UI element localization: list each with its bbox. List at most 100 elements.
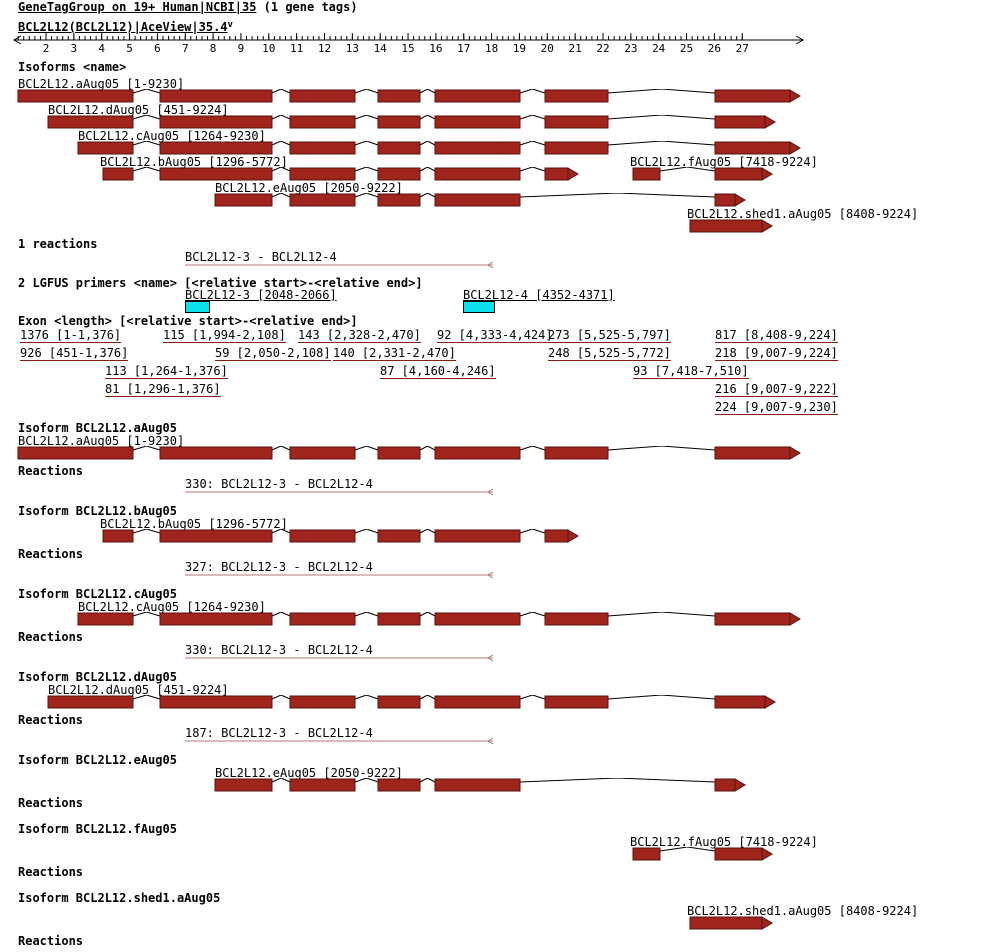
track-label-e[interactable]: BCL2L12.eAug05 [2050-9222] <box>215 766 403 780</box>
exon-box[interactable] <box>377 612 421 626</box>
exon-box[interactable] <box>689 916 763 930</box>
exon-box[interactable] <box>214 193 273 207</box>
exon-arrowhead[interactable] <box>764 115 776 129</box>
track-label-c[interactable]: BCL2L12.cAug05 [1264-9230] <box>78 600 266 614</box>
track-label-f[interactable]: BCL2L12.fAug05 [7418-9224] <box>630 835 818 849</box>
exon-box[interactable] <box>159 612 273 626</box>
exon-box[interactable] <box>377 778 421 792</box>
exon-entry[interactable]: 92 [4,333-4,424] <box>437 328 553 343</box>
exon-arrowhead[interactable] <box>761 167 773 181</box>
exon-box[interactable] <box>159 167 273 181</box>
exon-box[interactable] <box>289 612 356 626</box>
exon-box[interactable] <box>544 446 609 460</box>
exon-box[interactable] <box>289 89 356 103</box>
primer-label-1[interactable]: BCL2L12-3 [2048-2066] <box>185 288 337 302</box>
exon-box[interactable] <box>377 89 421 103</box>
exon-box[interactable] <box>377 141 421 155</box>
exon-box[interactable] <box>377 529 421 543</box>
exon-entry[interactable]: 115 [1,994-2,108] <box>163 328 286 343</box>
exon-box[interactable] <box>434 141 521 155</box>
track-label-f[interactable]: BCL2L12.fAug05 [7418-9224] <box>630 155 818 169</box>
reaction-item-label[interactable]: 187: BCL2L12-3 - BCL2L12-4 <box>185 726 373 740</box>
exon-box[interactable] <box>714 446 791 460</box>
gene-tag-group-link[interactable]: GeneTagGroup on 19+ Human|NCBI|35 <box>18 0 257 14</box>
exon-box[interactable] <box>17 89 134 103</box>
track-label-b[interactable]: BCL2L12.bAug05 [1296-5772] <box>100 155 288 169</box>
exon-box[interactable] <box>289 141 356 155</box>
exon-box[interactable] <box>544 529 569 543</box>
exon-entry[interactable]: 143 [2,328-2,470] <box>298 328 421 343</box>
exon-box[interactable] <box>714 115 766 129</box>
track-label-shed1[interactable]: BCL2L12.shed1.aAug05 [8408-9224] <box>687 207 919 221</box>
exon-box[interactable] <box>289 529 356 543</box>
exon-entry[interactable]: 59 [2,050-2,108] <box>215 346 331 361</box>
exon-box[interactable] <box>289 695 356 709</box>
exon-box[interactable] <box>714 193 736 207</box>
exon-arrowhead[interactable] <box>789 141 801 155</box>
exon-box[interactable] <box>47 115 134 129</box>
exon-arrowhead[interactable] <box>789 89 801 103</box>
exon-box[interactable] <box>544 167 569 181</box>
exon-box[interactable] <box>434 612 521 626</box>
exon-box[interactable] <box>159 89 273 103</box>
exon-entry[interactable]: 218 [9,007-9,224] <box>715 346 838 361</box>
exon-box[interactable] <box>159 141 273 155</box>
exon-box[interactable] <box>544 695 609 709</box>
exon-box[interactable] <box>289 446 356 460</box>
exon-box[interactable] <box>632 847 661 861</box>
exon-arrowhead[interactable] <box>567 529 579 543</box>
track-label-a[interactable]: BCL2L12.aAug05 [1-9230] <box>18 434 185 448</box>
exon-box[interactable] <box>102 167 134 181</box>
exon-box[interactable] <box>714 167 763 181</box>
exon-box[interactable] <box>47 695 134 709</box>
exon-box[interactable] <box>689 219 763 233</box>
exon-box[interactable] <box>77 612 134 626</box>
exon-arrowhead[interactable] <box>761 219 773 233</box>
exon-box[interactable] <box>544 115 609 129</box>
track-label-shed1[interactable]: BCL2L12.shed1.aAug05 [8408-9224] <box>687 904 919 918</box>
exon-entry[interactable]: 81 [1,296-1,376] <box>105 382 221 397</box>
exon-box[interactable] <box>434 695 521 709</box>
track-label-e[interactable]: BCL2L12.eAug05 [2050-9222] <box>215 181 403 195</box>
exon-box[interactable] <box>714 141 791 155</box>
reaction-item-label[interactable]: 330: BCL2L12-3 - BCL2L12-4 <box>185 643 373 657</box>
exon-entry[interactable]: 216 [9,007-9,222] <box>715 382 838 397</box>
exon-arrowhead[interactable] <box>734 778 746 792</box>
exon-box[interactable] <box>434 115 521 129</box>
exon-arrowhead[interactable] <box>764 695 776 709</box>
exon-entry[interactable]: 87 [4,160-4,246] <box>380 364 496 379</box>
exon-entry[interactable]: 224 [9,007-9,230] <box>715 400 838 415</box>
exon-box[interactable] <box>289 193 356 207</box>
primer-label-2[interactable]: BCL2L12-4 [4352-4371] <box>463 288 615 302</box>
exon-entry[interactable]: 93 [7,418-7,510] <box>633 364 749 379</box>
exon-box[interactable] <box>377 193 421 207</box>
exon-entry[interactable]: 248 [5,525-5,772] <box>548 346 671 361</box>
exon-arrowhead[interactable] <box>789 446 801 460</box>
track-label-b[interactable]: BCL2L12.bAug05 [1296-5772] <box>100 517 288 531</box>
track-label-d[interactable]: BCL2L12.dAug05 [451-9224] <box>48 103 229 117</box>
exon-box[interactable] <box>544 141 609 155</box>
exon-box[interactable] <box>377 695 421 709</box>
exon-box[interactable] <box>159 115 273 129</box>
exon-arrowhead[interactable] <box>789 612 801 626</box>
exon-arrowhead[interactable] <box>761 916 773 930</box>
exon-box[interactable] <box>434 193 521 207</box>
reaction-item-label[interactable]: 327: BCL2L12-3 - BCL2L12-4 <box>185 560 373 574</box>
exon-box[interactable] <box>289 115 356 129</box>
exon-box[interactable] <box>714 778 736 792</box>
exon-box[interactable] <box>102 529 134 543</box>
exon-box[interactable] <box>632 167 661 181</box>
reaction-item-label[interactable]: 330: BCL2L12-3 - BCL2L12-4 <box>185 477 373 491</box>
exon-box[interactable] <box>714 847 763 861</box>
exon-box[interactable] <box>434 446 521 460</box>
exon-box[interactable] <box>714 89 791 103</box>
reaction-item-label[interactable]: BCL2L12-3 - BCL2L12-4 <box>185 250 337 264</box>
exon-box[interactable] <box>434 778 521 792</box>
exon-box[interactable] <box>434 529 521 543</box>
exon-box[interactable] <box>434 167 521 181</box>
exon-entry[interactable]: 113 [1,264-1,376] <box>105 364 228 379</box>
exon-box[interactable] <box>544 89 609 103</box>
exon-box[interactable] <box>77 141 134 155</box>
exon-box[interactable] <box>377 167 421 181</box>
exon-box[interactable] <box>159 529 273 543</box>
